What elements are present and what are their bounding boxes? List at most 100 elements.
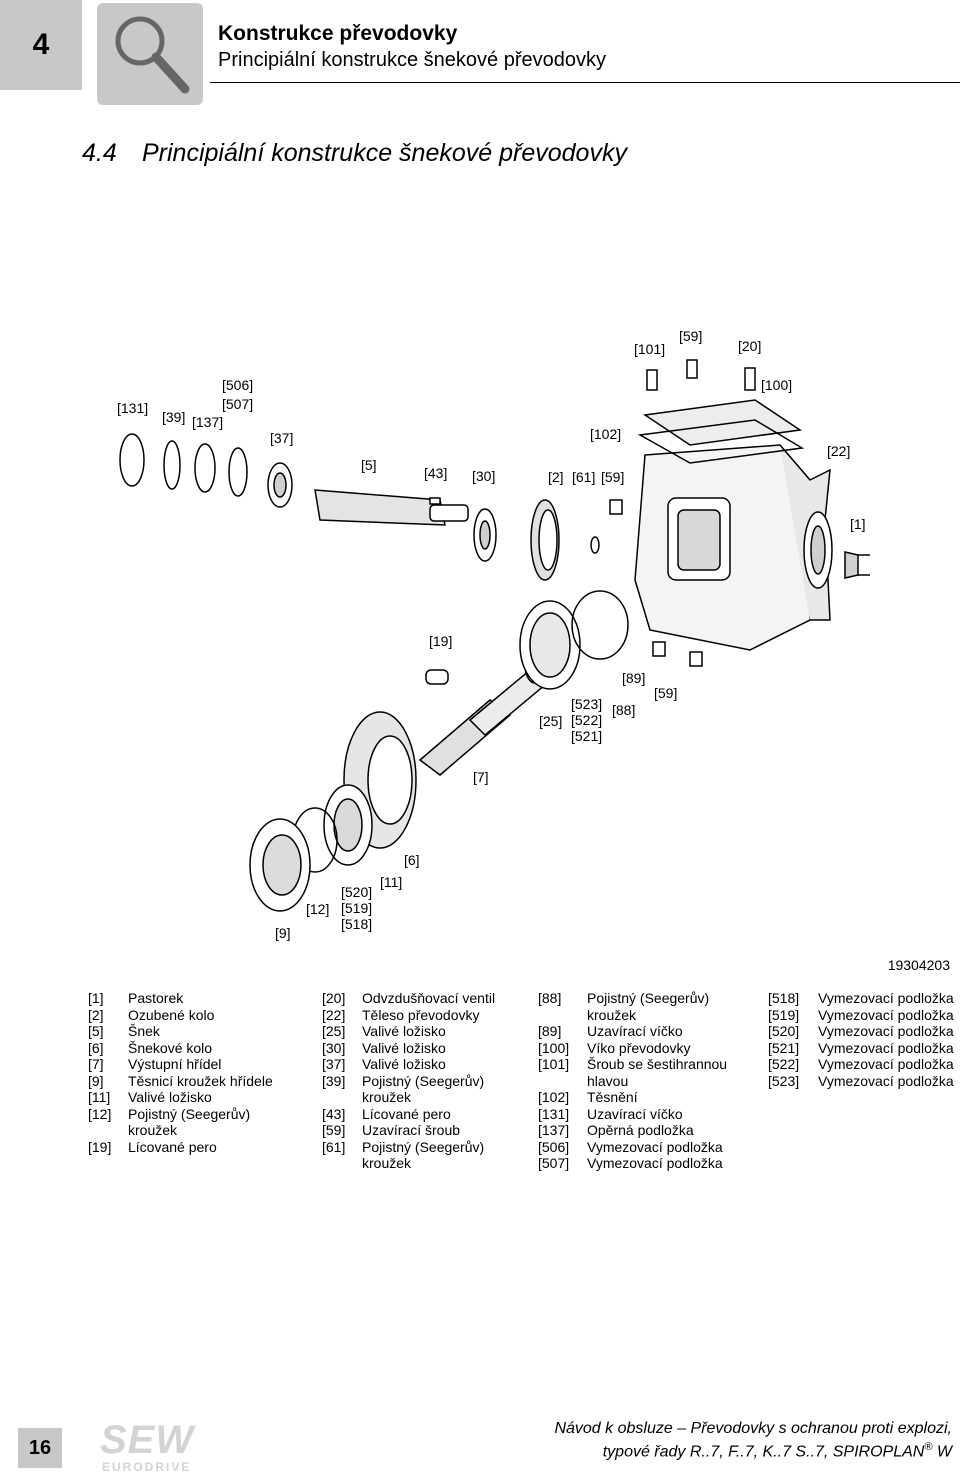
callout-label: [521]	[571, 728, 603, 744]
eurodrive-logo: EURODRIVE	[102, 1460, 192, 1473]
legend-key: [19]	[88, 1138, 112, 1155]
legend-key: [100]	[538, 1039, 570, 1056]
legend-value: Pojistný (Seegerův) kroužek	[362, 1072, 485, 1106]
section-title: Principiální konstrukce šnekové převodov…	[142, 139, 627, 167]
legend-value: Valivé ložisko	[128, 1089, 212, 1105]
callout-label: [522]	[571, 712, 603, 728]
legend-value: Těsnění	[587, 1089, 638, 1105]
legend-key: [11]	[88, 1089, 111, 1105]
legend-value: Vymezovací podložka	[818, 990, 954, 1006]
callout-label: [59]	[601, 469, 625, 485]
legend-value: Lícované pero	[362, 1105, 451, 1122]
callout-label: [2]	[548, 469, 564, 485]
legend-value: Uzavírací víčko	[587, 1105, 683, 1122]
legend-value: Ozubené kolo	[128, 1006, 215, 1023]
legend-item: [12] Pojistný (Seegerův) kroužek	[88, 1106, 293, 1139]
header-title: Konstrukce převodovky	[218, 22, 458, 45]
callout-label: [102]	[590, 426, 622, 442]
legend-value: Pojistný (Seegerův) kroužek	[362, 1138, 485, 1172]
legend-key: [22]	[322, 1006, 346, 1023]
callout-label: [59]	[679, 328, 703, 344]
footer-document-title: Návod k obsluze – Převodovky s ochranou …	[554, 1420, 952, 1437]
registered-mark: ®	[924, 1441, 933, 1453]
legend-value: Šnekové kolo	[128, 1039, 213, 1056]
callout-label: [30]	[472, 468, 496, 484]
legend-key: [519]	[768, 1006, 800, 1023]
legend-value: Šroub se šestihrannou hlavou	[587, 1056, 728, 1089]
legend-key: [520]	[768, 1023, 800, 1039]
legend-item: [2]Ozubené kolo	[88, 1007, 293, 1024]
legend-key: [12]	[88, 1105, 112, 1122]
exploded-view-drawing	[119, 359, 870, 912]
legend-item: [59]Uzavírací šroub	[322, 1122, 517, 1139]
callout-label: [506]	[222, 377, 254, 393]
legend-key: [1]	[88, 990, 104, 1006]
legend-key: [6]	[88, 1039, 104, 1056]
legend-value: Pojistný (Seegerův) kroužek	[128, 1105, 251, 1139]
legend-value: Vymezovací podložka	[818, 1039, 954, 1056]
callout-label: [25]	[539, 713, 563, 729]
magnifier-icon	[97, 3, 203, 105]
legend-item: [30] Valivé ložisko	[322, 1040, 517, 1057]
callout-label: [61]	[572, 469, 596, 485]
callout-label: [59]	[654, 685, 678, 701]
legend-value: Vymezovací podložka	[587, 1138, 723, 1155]
legend-item: [523]Vymezovací podložka	[768, 1073, 960, 1090]
legend-key: [102]	[538, 1089, 570, 1105]
legend-key: [521]	[768, 1039, 800, 1056]
legend-column: [1]Pastorek [2]Ozubené kolo [5]Šnek [6] Š…	[88, 990, 293, 1155]
legend-key: [43]	[322, 1105, 346, 1122]
legend-key: [61]	[322, 1138, 346, 1155]
legend-item: [100]Víko převodovky	[538, 1040, 758, 1057]
legend-value: Vymezovací podložka	[818, 1072, 954, 1089]
callout-label: [5]	[361, 457, 377, 473]
legend-item: [88]Pojistný (Seegerův) kroužek	[538, 990, 758, 1023]
legend-item: [519]Vymezovací podložka	[768, 1007, 960, 1024]
legend-item: [520] Vymezovací podložka	[768, 1023, 960, 1040]
callout-label: [100]	[761, 377, 793, 393]
legend-key: [5]	[88, 1023, 104, 1039]
callout-label: [101]	[634, 341, 666, 357]
legend-column: [20]Odvzdušňovací ventil [22]Těleso přev…	[322, 990, 517, 1172]
sew-logo: SEW	[100, 1418, 195, 1462]
chapter-tab: 4	[0, 0, 82, 90]
legend-item: [25]Valivé ložisko	[322, 1023, 517, 1040]
legend-key: [518]	[768, 990, 800, 1006]
legend-value: Valivé ložisko	[362, 1039, 446, 1056]
legend-key: [9]	[88, 1072, 104, 1089]
legend-item: [37]Valivé ložisko	[322, 1056, 517, 1073]
legend-item: [101]Šroub se šestihrannou hlavou	[538, 1056, 758, 1089]
callout-label: [523]	[571, 696, 603, 712]
legend-column: [88]Pojistný (Seegerův) kroužek [89]Uzav…	[538, 990, 758, 1172]
page-number-tab: 16	[18, 1428, 62, 1468]
legend-item: [5]Šnek	[88, 1023, 293, 1040]
legend-key: [522]	[768, 1056, 800, 1072]
legend-value: Vymezovací podložka	[587, 1155, 723, 1171]
callout-label: [43]	[424, 465, 448, 481]
legend-value: Valivé ložisko	[362, 1023, 446, 1039]
legend-value: Vymezovací podložka	[818, 1056, 954, 1072]
legend-item: [137]Opěrná podložka	[538, 1122, 758, 1139]
legend-item: [89]Uzavírací víčko	[538, 1023, 758, 1040]
footer-series-suffix: W	[932, 1443, 952, 1461]
legend-value: Pojistný (Seegerův) kroužek	[587, 990, 710, 1023]
legend-value: Vymezovací podložka	[818, 1023, 954, 1039]
legend-key: [30]	[322, 1039, 346, 1056]
legend-item: [507]Vymezovací podložka	[538, 1155, 758, 1172]
legend-item: [11] Valivé ložisko	[88, 1089, 293, 1106]
legend-item: [1]Pastorek	[88, 990, 293, 1007]
callout-label: [137]	[192, 414, 224, 430]
drawing-id: 19304203	[887, 957, 950, 973]
callout-label: [11]	[380, 874, 403, 890]
callout-label: [519]	[341, 900, 373, 916]
legend-item: [20]Odvzdušňovací ventil	[322, 990, 517, 1007]
legend-value: Výstupní hřídel	[128, 1056, 222, 1072]
callout-label: [131]	[117, 400, 149, 416]
legend-item: [43] Lícované pero	[322, 1106, 517, 1123]
legend-item: [131] Uzavírací víčko	[538, 1106, 758, 1123]
legend-key: [131]	[538, 1105, 570, 1122]
legend-key: [506]	[538, 1138, 570, 1155]
chapter-number: 4	[32, 28, 50, 61]
legend-key: [39]	[322, 1072, 346, 1089]
